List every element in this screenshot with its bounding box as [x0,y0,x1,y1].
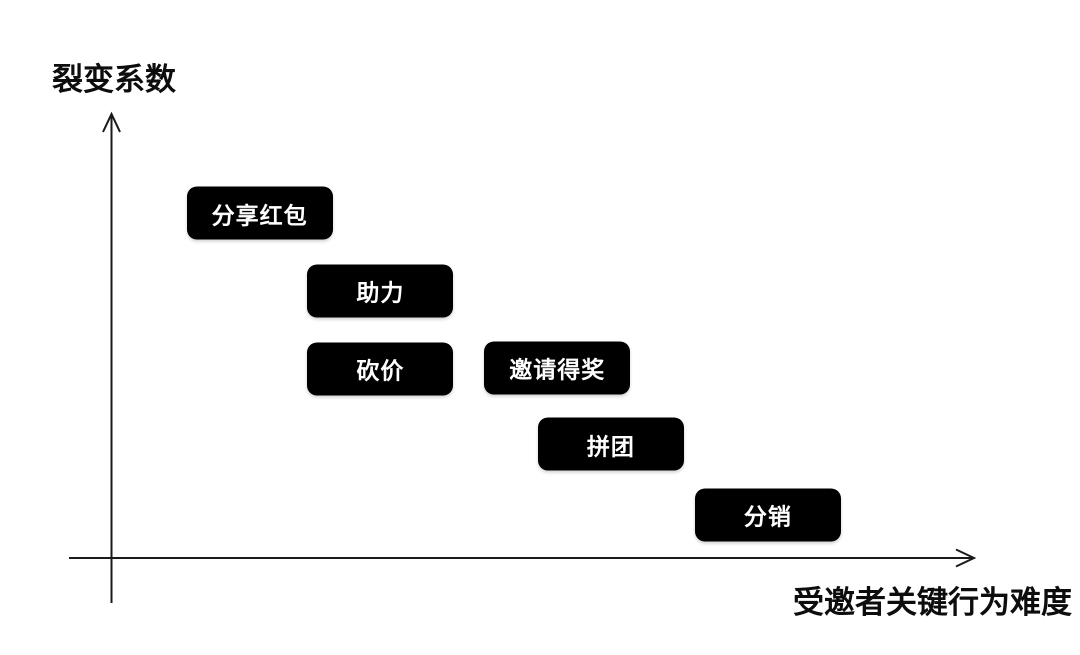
chart-node-share-red-packet: 分享红包 [186,186,333,240]
right-arrow-icon [955,548,977,568]
chart-node-distribution: 分销 [694,488,841,542]
y-axis-title: 裂变系数 [52,62,176,97]
chart-node-bargain: 砍价 [307,342,454,396]
chart-node-boost: 助力 [307,264,454,318]
up-arrow-icon [102,111,121,133]
chart-node-group-buy: 拼团 [537,417,684,471]
chart-node-invite-reward: 邀请得奖 [484,341,631,394]
x-axis-title: 受邀者关键行为难度 [793,585,1072,620]
